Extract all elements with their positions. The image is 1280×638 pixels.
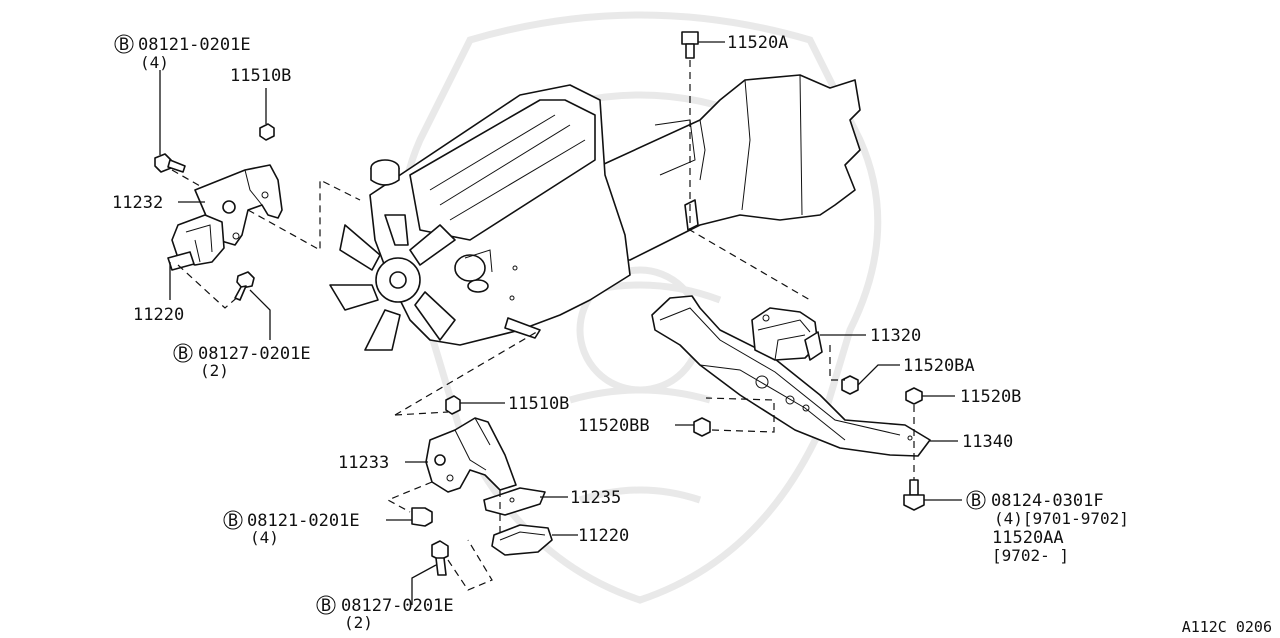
svg-text:B: B: [119, 35, 129, 55]
nut-11520bb: [693, 417, 711, 437]
callout-08127-top: 08127-0201E: [198, 344, 311, 364]
callout-08121-bottom: 08121-0201E: [247, 511, 360, 531]
callout-08127-top-qty: (2): [200, 361, 229, 380]
left-insulator-11220: [167, 214, 225, 271]
svg-text:B: B: [228, 511, 238, 531]
crossmember-11340: [651, 295, 931, 457]
nut-11520ba: [841, 375, 859, 395]
engine-assembly: [329, 74, 861, 351]
insulator-11220-bottom: [491, 524, 553, 556]
callout-11520a: 11520A: [727, 33, 788, 53]
bolt-marker-top-left: B: [114, 34, 134, 55]
fan: [329, 214, 456, 351]
callout-11235: 11235: [570, 488, 621, 508]
callout-labels: B 08121-0201E (4) 11510B 11232 11220 B 0…: [112, 33, 1272, 636]
plate-11235: [483, 487, 546, 516]
bolt-marker-08124: B: [966, 490, 986, 511]
bolt-08127-bottom: [431, 540, 449, 576]
callout-08124: 08124-0301F: [991, 491, 1104, 511]
callout-11520ba: 11520BA: [903, 356, 975, 376]
nut-11510b-bottom: [445, 395, 461, 415]
bolt-marker-08127-top: B: [173, 343, 193, 364]
callout-11520bb: 11520BB: [578, 416, 650, 436]
bolt-08121-bottom: [411, 507, 433, 527]
callout-08124-qty: (4)[9701-9702]: [994, 509, 1129, 528]
callout-08127-bottom: 08127-0201E: [341, 596, 454, 616]
callout-08121-top: 08121-0201E: [138, 35, 251, 55]
svg-text:B: B: [971, 491, 981, 511]
right-mount-bracket-11233: [425, 417, 517, 493]
rear-insulator-11320: [751, 307, 823, 361]
svg-text:B: B: [178, 344, 188, 364]
bolt-11520a: [681, 31, 699, 59]
bolt-marker-08121-bottom: B: [223, 510, 243, 531]
figure-code: A112C 0206: [1182, 618, 1272, 636]
callout-08121-top-qty: (4): [140, 53, 169, 72]
callout-11510b-bottom: 11510B: [508, 394, 569, 414]
bolt-marker-08127-bottom: B: [316, 595, 336, 616]
callout-11340: 11340: [962, 432, 1013, 452]
callout-11520aa: 11520AA: [992, 528, 1064, 548]
callout-11520aa-date: [9702- ]: [992, 546, 1069, 565]
nut-11510b-top: [259, 123, 275, 141]
bolt-08127-top: [234, 271, 255, 301]
callout-11220-left: 11220: [133, 305, 184, 325]
callout-11510b-top: 11510B: [230, 66, 291, 86]
callout-11232: 11232: [112, 193, 163, 213]
callout-11233: 11233: [338, 453, 389, 473]
nut-11520b: [905, 387, 923, 405]
bolt-08121-top: [154, 153, 186, 173]
svg-text:B: B: [321, 596, 331, 616]
callout-11520b: 11520B: [960, 387, 1021, 407]
callout-08127-bottom-qty: (2): [344, 613, 373, 632]
callout-11220-bottom: 11220: [578, 526, 629, 546]
bolt-08124: [903, 479, 925, 511]
leader-lines: [159, 41, 962, 605]
callout-08121-bottom-qty: (4): [250, 528, 279, 547]
callout-11320: 11320: [870, 326, 921, 346]
assembly-dashed-lines: [171, 60, 915, 591]
